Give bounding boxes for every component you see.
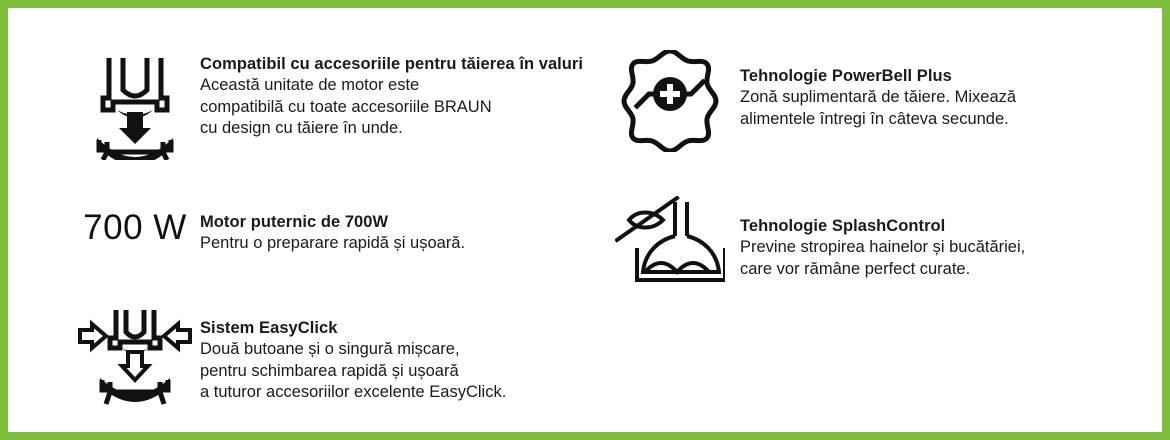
feature-title: Sistem EasyClick xyxy=(200,319,338,337)
features-grid: Compatibil cu accesoriile pentru tăierea… xyxy=(8,8,1162,432)
feature-splash-control: Tehnologie SplashControl Previne stropir… xyxy=(600,196,1100,288)
feature-powerbell-plus: Tehnologie PowerBell Plus Zonă supliment… xyxy=(600,50,1100,152)
feature-wave-cut-compatible: Compatibil cu accesoriile pentru tăierea… xyxy=(70,50,590,160)
feature-700w-motor: 700 W Motor puternic de 700W Pentru o pr… xyxy=(70,204,590,255)
feature-title: Motor puternic de 700W xyxy=(200,213,389,231)
feature-description: Această unitate de motor este compatibil… xyxy=(200,76,492,137)
feature-description: Pentru o preparare rapidă și ușoară. xyxy=(200,234,466,252)
feature-title: Tehnologie PowerBell Plus xyxy=(740,67,952,85)
feature-title: Compatibil cu accesoriile pentru tăierea… xyxy=(200,55,584,73)
feature-title: Tehnologie SplashControl xyxy=(740,217,946,235)
feature-description: Zonă suplimentară de tăiere. Mixează ali… xyxy=(740,88,1017,128)
easyclick-system-icon xyxy=(70,308,200,408)
feature-text-block: Tehnologie SplashControl Previne stropir… xyxy=(740,196,1100,280)
feature-description: Previne stropirea hainelor și bucătăriei… xyxy=(740,238,1026,278)
watt-badge-label: 700 W xyxy=(83,208,187,247)
powerbell-plus-icon xyxy=(600,50,740,152)
feature-text-block: Tehnologie PowerBell Plus Zonă supliment… xyxy=(740,50,1100,130)
700-watt-badge: 700 W xyxy=(70,204,200,245)
splash-control-icon xyxy=(600,196,740,288)
wave-cut-attachment-icon xyxy=(70,50,200,160)
feature-description: Două butoane și o singură mișcare, pentr… xyxy=(200,340,507,401)
feature-easyclick-system: Sistem EasyClick Două butoane și o singu… xyxy=(70,308,590,408)
feature-text-block: Sistem EasyClick Două butoane și o singu… xyxy=(200,308,590,404)
feature-text-block: Motor puternic de 700W Pentru o preparar… xyxy=(200,204,590,255)
feature-text-block: Compatibil cu accesoriile pentru tăierea… xyxy=(200,50,590,140)
